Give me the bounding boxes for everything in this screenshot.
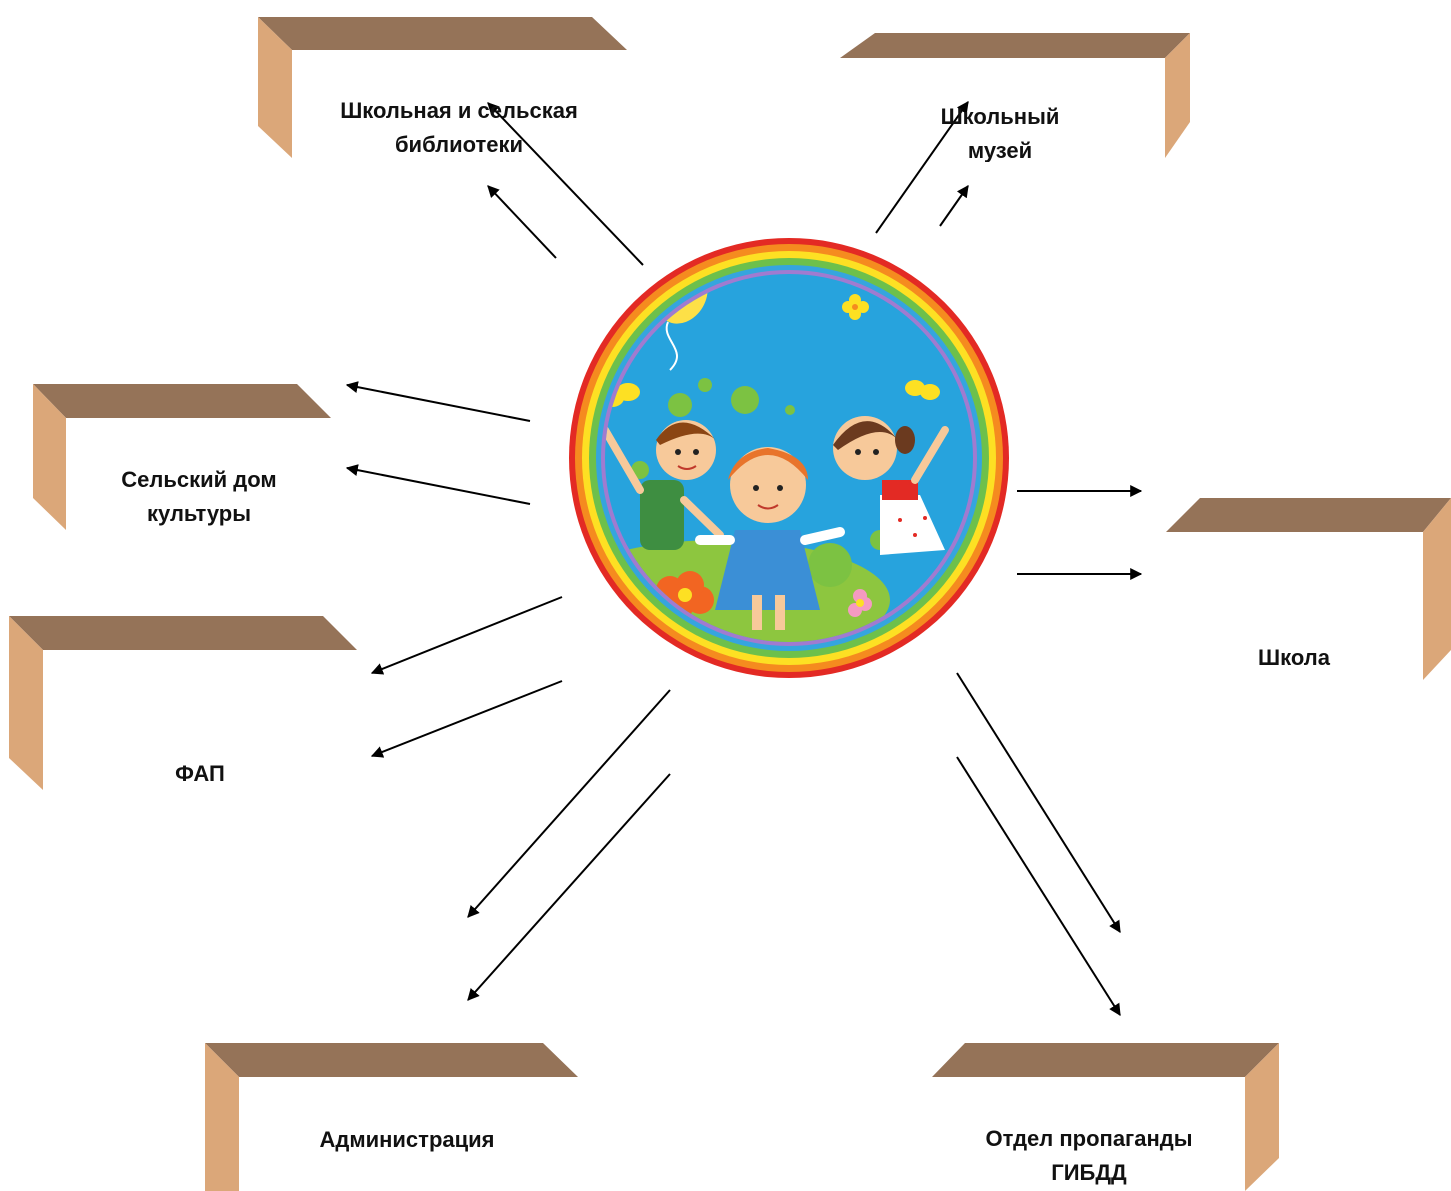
arrow-to-administration bbox=[468, 774, 670, 1000]
box-library-top bbox=[258, 17, 627, 50]
node-label-line: ФАП bbox=[145, 757, 255, 791]
node-label-line: Отдел пропаганды bbox=[944, 1122, 1234, 1156]
green-dot bbox=[698, 378, 712, 392]
box-administration bbox=[205, 1043, 578, 1191]
box-culture-top bbox=[33, 384, 331, 418]
node-label-line: Сельский дом bbox=[84, 463, 314, 497]
node-label-library: Школьная и сельская библиотеки bbox=[309, 94, 609, 162]
node-label-school: Школа bbox=[1214, 641, 1374, 675]
green-dot bbox=[731, 386, 759, 414]
green-dot bbox=[668, 393, 692, 417]
box-administration-top bbox=[205, 1043, 578, 1077]
box-gibdd-top bbox=[932, 1043, 1279, 1077]
node-label-line: Школьная и сельская bbox=[309, 94, 609, 128]
arrow-to-gibdd bbox=[957, 757, 1120, 1015]
node-label-line: Администрация bbox=[282, 1123, 532, 1157]
green-dot bbox=[808, 543, 852, 587]
node-label-line: Школьный bbox=[900, 100, 1100, 134]
arrow-to-administration bbox=[468, 690, 670, 917]
box-fap-top bbox=[9, 616, 357, 650]
arrow-to-fap bbox=[372, 597, 562, 673]
center-illustration bbox=[550, 238, 1009, 678]
node-label-administration: Администрация bbox=[282, 1123, 532, 1157]
arrow-to-culture-house bbox=[347, 385, 530, 421]
green-dot bbox=[785, 405, 795, 415]
node-label-line: культуры bbox=[84, 497, 314, 531]
node-label-culture-house: Сельский дом культуры bbox=[84, 463, 314, 531]
node-label-museum: Школьный музей bbox=[900, 100, 1100, 162]
arrow-to-culture-house bbox=[347, 468, 530, 504]
arrow-to-gibdd bbox=[957, 673, 1120, 932]
node-label-gibdd: Отдел пропаганды ГИБДД bbox=[944, 1122, 1234, 1190]
arrow-to-museum bbox=[940, 186, 968, 226]
node-label-line: ГИБДД bbox=[944, 1156, 1234, 1190]
arrow-to-library bbox=[488, 186, 556, 258]
box-museum-top bbox=[840, 33, 1190, 58]
box-school-top bbox=[1166, 498, 1451, 532]
node-label-line: библиотеки bbox=[309, 128, 609, 162]
arrow-to-fap bbox=[372, 681, 562, 756]
node-label-line: Школа bbox=[1214, 641, 1374, 675]
node-label-line: музей bbox=[900, 134, 1100, 162]
node-label-fap: ФАП bbox=[145, 757, 255, 791]
